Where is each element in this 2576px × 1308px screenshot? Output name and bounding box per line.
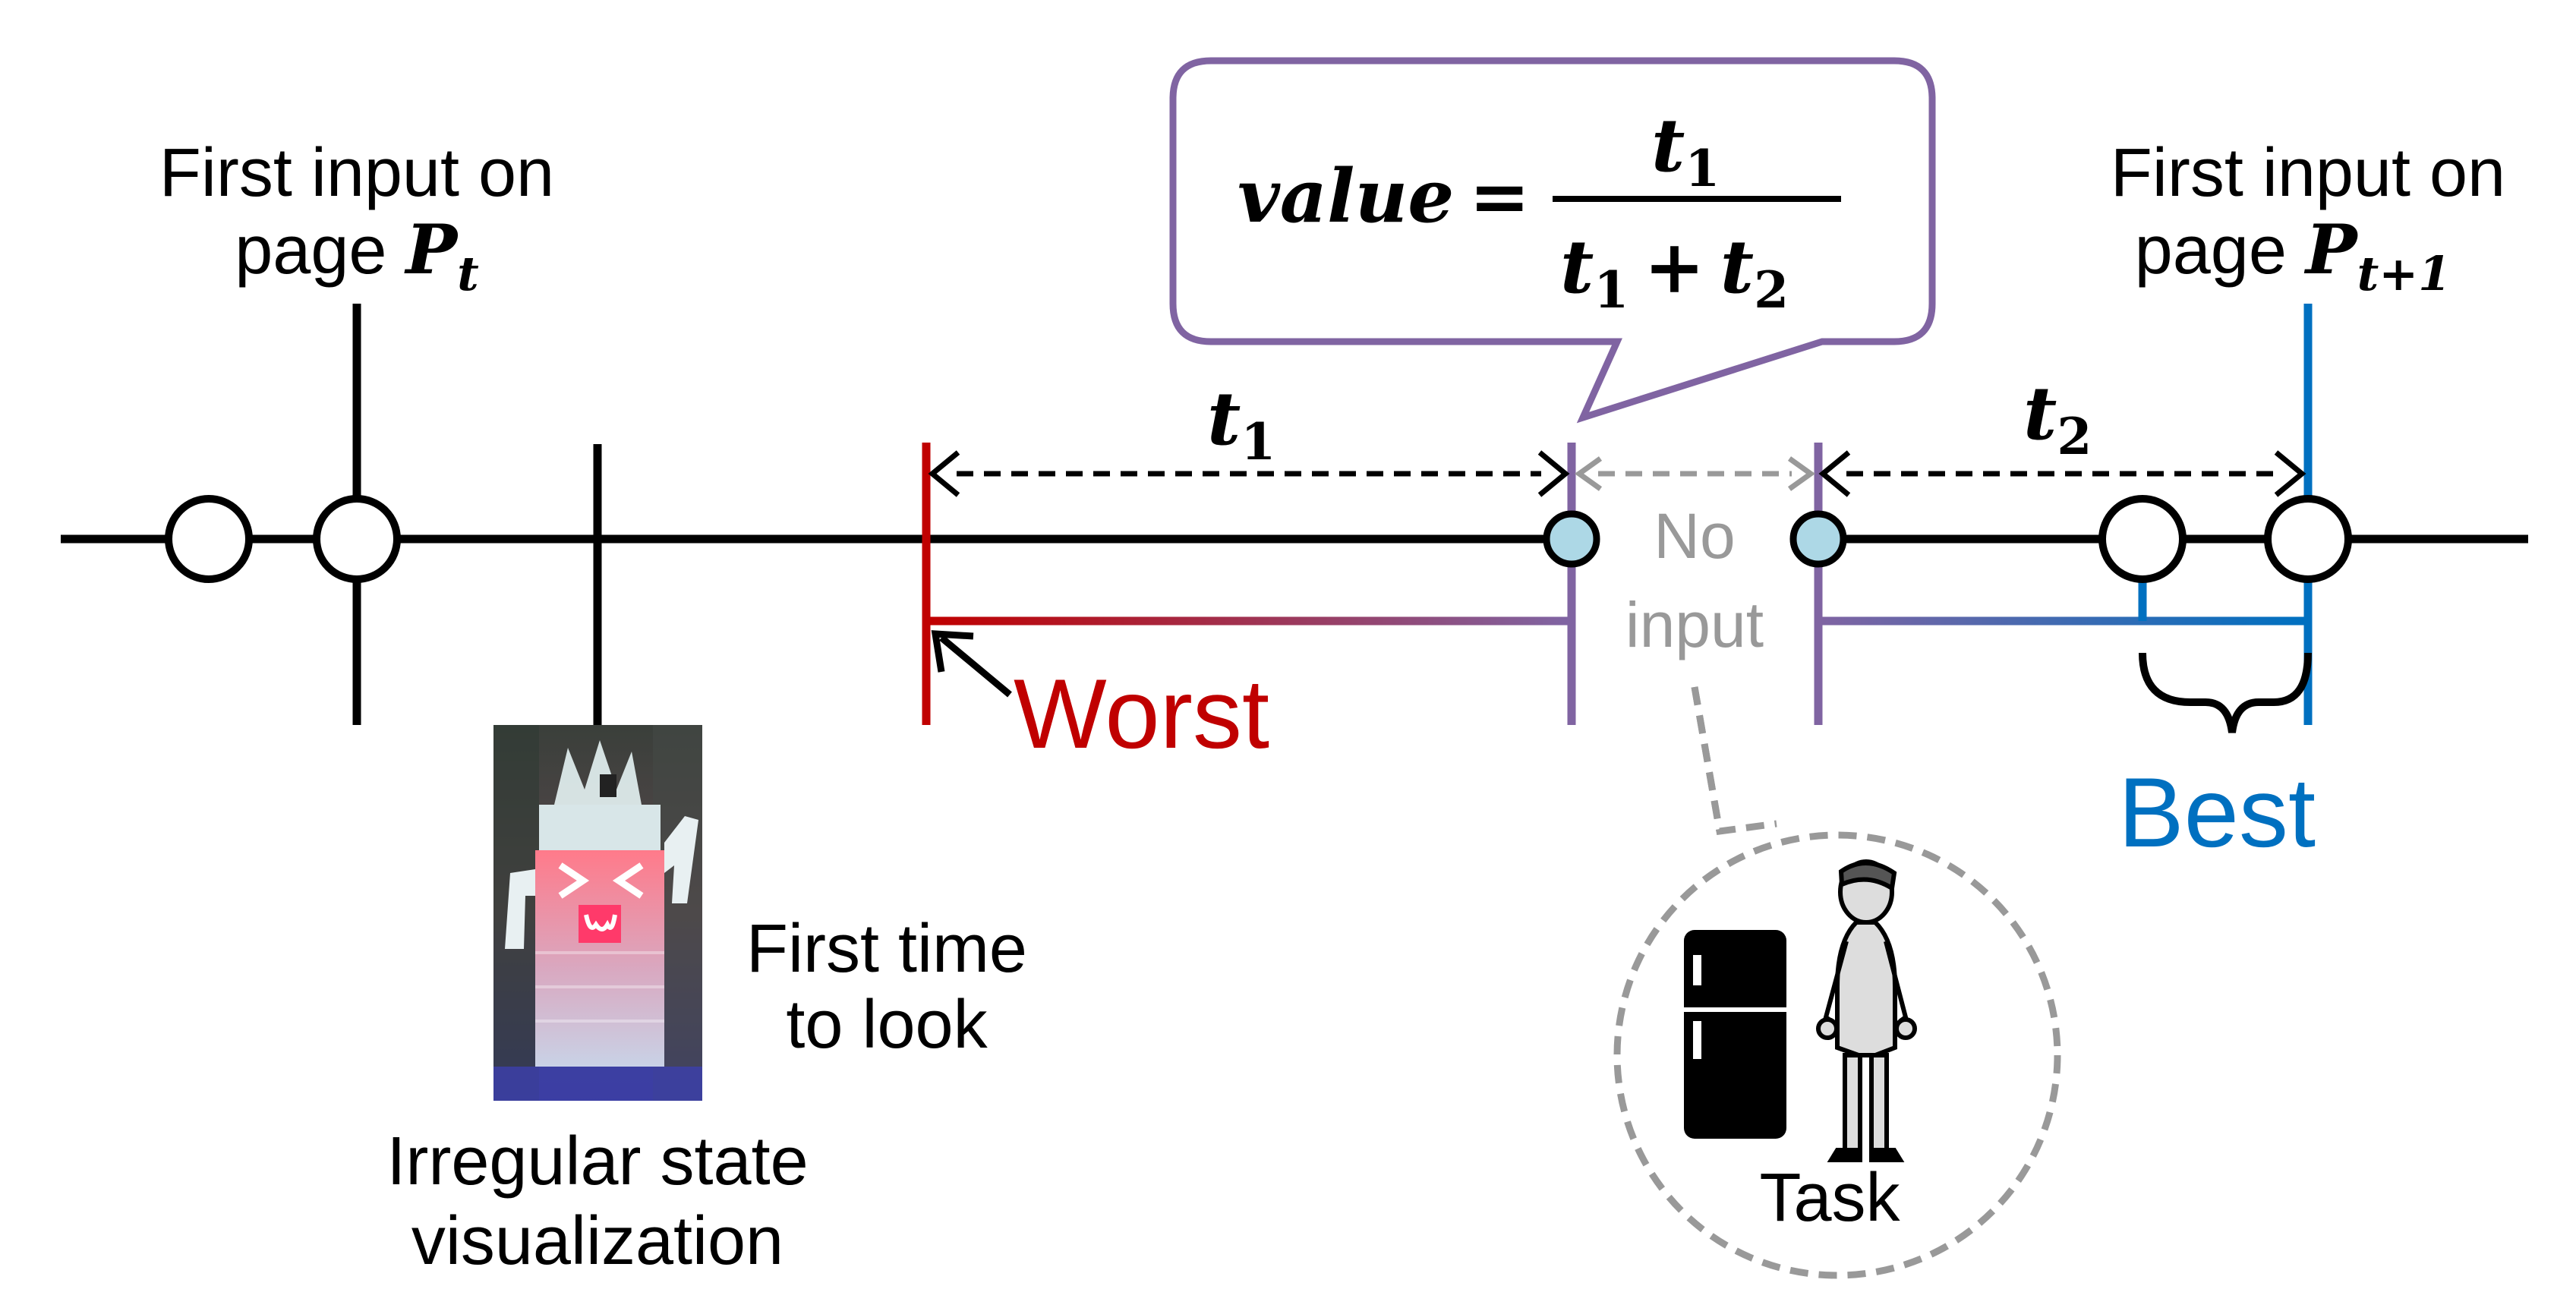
t2-arrow: [1818, 450, 2306, 497]
fridge-icon: [1684, 930, 1786, 1139]
first-input-left-line1: First input on: [159, 135, 554, 211]
irregular-line1: Irregular state: [386, 1124, 808, 1199]
no-input-line1: No: [1654, 500, 1735, 572]
t1-arrow: [928, 450, 1570, 497]
node-open-pt1: [2264, 495, 2352, 583]
t2-label: t2: [2023, 370, 2092, 466]
node-open-pt: [313, 495, 401, 583]
first-input-right-line1: First input on: [2111, 135, 2505, 211]
person-icon: [1816, 859, 1917, 1162]
node-open-best: [2098, 495, 2187, 583]
formula: value = t1 t1+t2: [1238, 102, 1841, 320]
worst-label: Worst: [1014, 658, 1269, 769]
no-input-arrow: [1574, 456, 1816, 491]
node-filled-left: [1543, 510, 1600, 568]
first-time-line2: to look: [786, 987, 988, 1063]
first-input-left-line2: page Pt: [235, 210, 479, 301]
first-input-right-line2: page Pt+1: [2135, 210, 2451, 301]
no-input-line2: input: [1625, 589, 1764, 660]
node-open-1: [165, 495, 253, 583]
formula-numerator: t1: [1651, 102, 1720, 198]
first-time-line1: First time: [746, 911, 1027, 987]
formula-bubble: [1169, 57, 1936, 424]
task-callout-pointer-left: [1691, 686, 1723, 832]
formula-lhs: value: [1238, 153, 1454, 239]
t1-label: t1: [1207, 376, 1275, 471]
node-filled-right: [1789, 510, 1847, 568]
irregular-line2: visualization: [411, 1203, 784, 1279]
best-label: Best: [2118, 757, 2316, 868]
worst-pointer-arrow: [931, 630, 1012, 698]
task-label: Task: [1759, 1160, 1900, 1236]
formula-denominator: t1+t2: [1560, 224, 1789, 320]
formula-equals: =: [1469, 153, 1530, 239]
best-brace: [2139, 652, 2312, 733]
robot-photo: [493, 725, 702, 1101]
